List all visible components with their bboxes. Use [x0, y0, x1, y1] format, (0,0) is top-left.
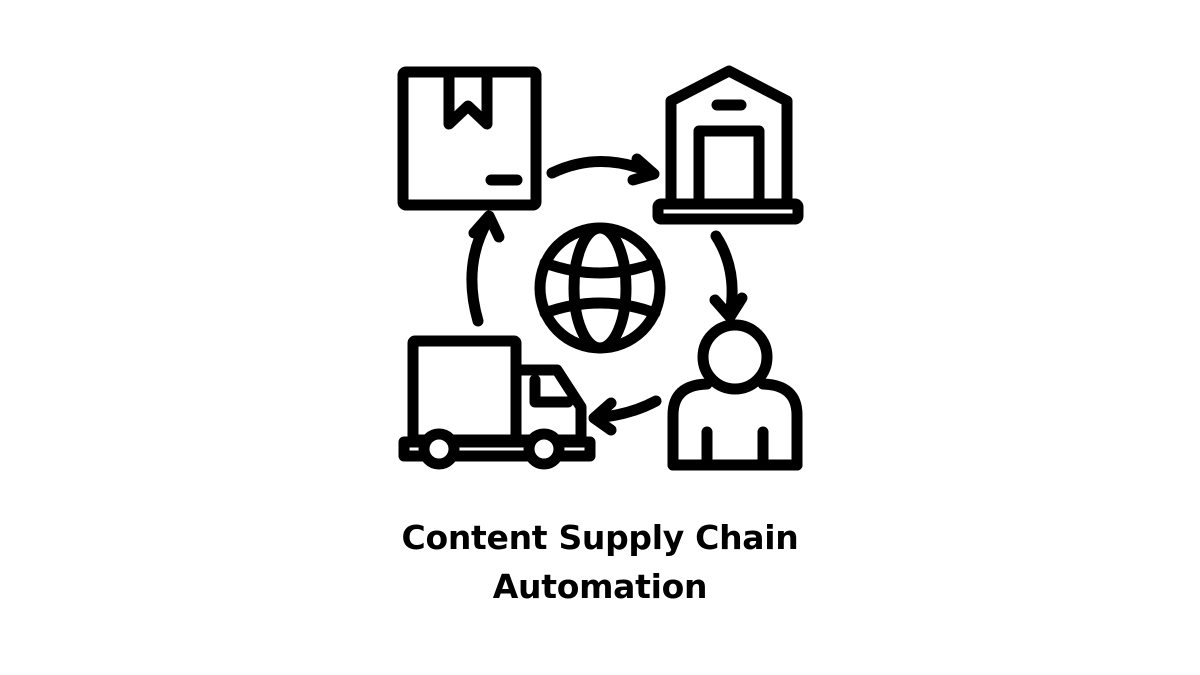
arrow-warehouse-to-person — [709, 230, 748, 323]
arrow-truck-to-box — [466, 210, 505, 327]
truck-icon — [398, 335, 596, 470]
caption-title-line-2: Automation — [492, 567, 708, 606]
person-icon — [667, 319, 803, 471]
box-icon — [397, 66, 542, 211]
arrow-person-to-truck — [588, 395, 662, 436]
warehouse-icon — [652, 65, 804, 225]
caption-title-line-1: Content Supply Chain — [401, 518, 799, 557]
arrow-box-to-warehouse — [546, 153, 660, 186]
globe-icon — [534, 222, 666, 354]
